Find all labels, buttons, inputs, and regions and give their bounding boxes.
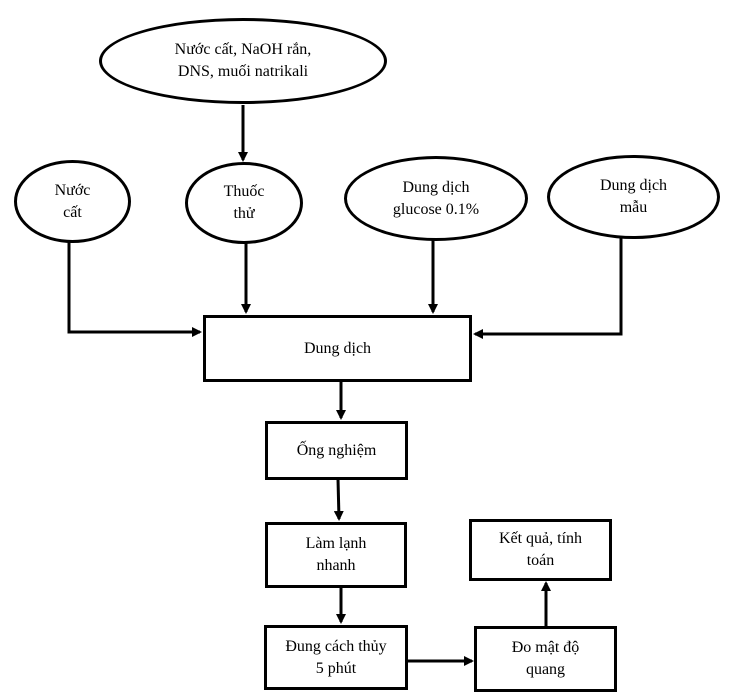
node-text-line-1: Thuốc [223,183,265,200]
node-text-line-2: toán [526,552,555,569]
node-text-line-2: glucose 0.1% [392,200,480,218]
water-bath-box: Đung cách thủy 5 phút [264,625,408,690]
rapid-cooling-box: Làm lạnh nhanh [265,522,407,588]
sample-solution-ellipse: Dung dịch mẫu [547,155,720,239]
test-tube-box: Ống nghiệm [265,421,408,480]
node-text-line-1: Đo mật độ [511,639,580,656]
node-text-line-1: Dung dịch [402,178,470,196]
node-text-line-1: Làm lạnh [305,535,367,552]
node-text-line-2: DNS, muối natrikali [177,63,309,80]
node-text-line-1: Ống nghiệm [296,441,377,459]
result-box: Kết quả, tính toán [469,519,612,581]
node-text-line-2: 5 phút [315,659,357,677]
glucose-solution-ellipse: Dung dịch glucose 0.1% [344,156,528,241]
node-text-line-1: Dung dịch [303,339,372,357]
arrow-test-tube-to-cooling [333,478,344,521]
node-text-line-2: thử [233,205,255,222]
node-text-line-2: cất [63,203,82,221]
node-text-line-2: nhanh [316,557,356,574]
node-text-line-1: Kết quả, tính [498,530,583,547]
arrow-water-to-solution [67,242,202,337]
distilled-water-ellipse: Nước cất [14,160,131,243]
node-text-line-1: Đung cách thủy [285,637,387,655]
node-text-line-1: Dung dịch [599,177,668,194]
reagent-ellipse: Thuốc thử [185,162,303,244]
node-text-line-1: Nước cất, NaOH rắn, [174,41,312,58]
solution-box: Dung dịch [203,315,472,382]
reagents-ellipse: Nước cất, NaOH rắn, DNS, muối natrikali [99,18,387,104]
node-text-line-2: mẫu [619,199,648,216]
arrow-sample-to-solution [473,238,623,339]
node-text-line-2: quang [525,661,566,678]
optical-density-box: Đo mật độ quang [474,626,617,692]
node-text-line-1: Nước [54,181,91,199]
